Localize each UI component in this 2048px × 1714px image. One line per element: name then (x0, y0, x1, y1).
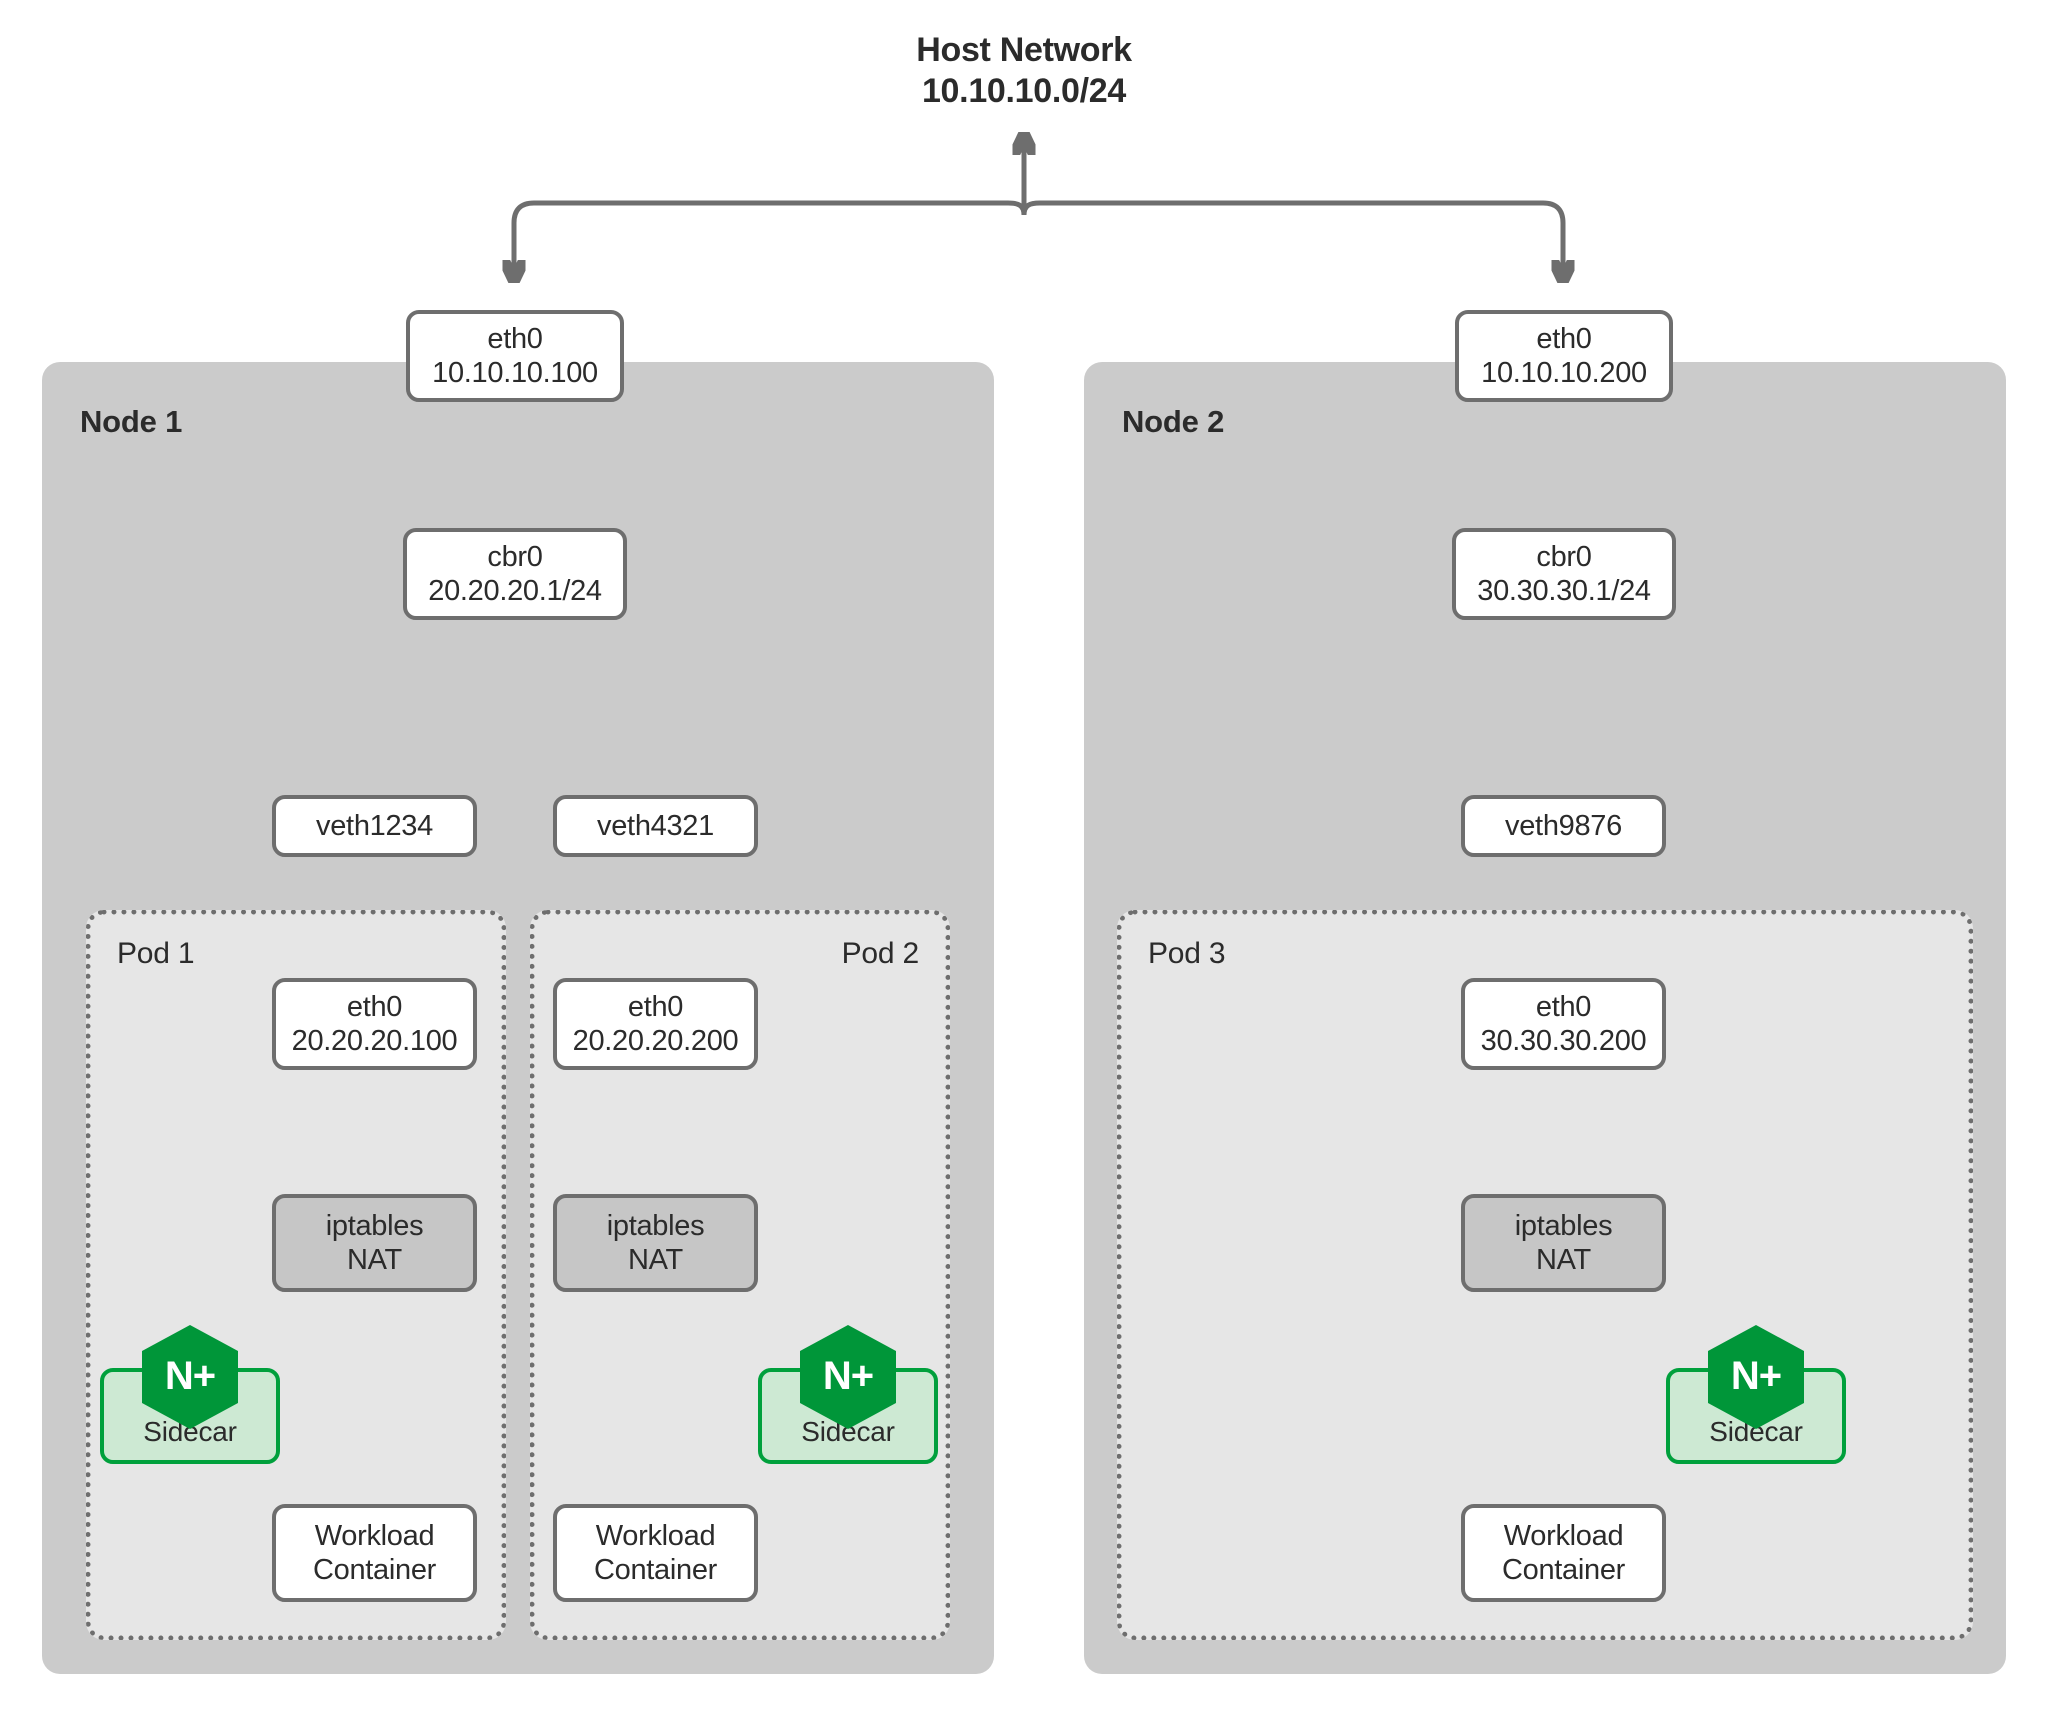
node-2-cbr0-name: cbr0 (1536, 540, 1592, 573)
host-network-title: Host Network 10.10.10.0/24 (724, 30, 1324, 113)
pod-1-nginx-plus-glyph: N+ (164, 1354, 216, 1398)
pod-3-eth0-ip: 30.30.30.200 (1480, 1025, 1647, 1057)
pod-3-workload-line2: Container (1501, 1554, 1626, 1586)
pod-3-eth0-box[interactable]: eth0 30.30.30.200 (1461, 978, 1666, 1070)
node-2-eth0-box[interactable]: eth0 10.10.10.200 (1455, 310, 1673, 402)
node-2-veth9876-box[interactable]: veth9876 (1461, 795, 1666, 857)
pod-2-label: Pod 2 (841, 937, 920, 970)
pod-3-nginx-plus-icon: N+ (1708, 1325, 1804, 1429)
node-2-cbr0-ip: 30.30.30.1/24 (1477, 575, 1651, 607)
pod-1-label: Pod 1 (117, 937, 195, 970)
pod-2-workload-container-box[interactable]: Workload Container (553, 1504, 758, 1602)
pod-1-workload-line1: Workload (314, 1519, 435, 1552)
node-1-label: Node 1 (80, 404, 183, 439)
node-2-label: Node 2 (1122, 404, 1225, 439)
node-2-cbr0-box[interactable]: cbr0 30.30.30.1/24 (1452, 528, 1676, 620)
pod-3-iptables-nat-box[interactable]: iptables NAT (1461, 1194, 1666, 1292)
pod-3-nginx-plus-glyph: N+ (1730, 1354, 1782, 1398)
pod-2-nginx-plus-icon: N+ (800, 1325, 896, 1429)
pod-3-workload-line1: Workload (1503, 1519, 1624, 1552)
pod-1-iptables-line2: NAT (347, 1244, 402, 1276)
pod-1-eth0-name: eth0 (346, 990, 403, 1023)
pod-2-eth0-ip: 20.20.20.200 (572, 1025, 739, 1057)
pod-3-iptables-line2: NAT (1536, 1244, 1591, 1276)
pod-2-workload-line1: Workload (595, 1519, 716, 1552)
node-1-eth0-name: eth0 (487, 322, 543, 355)
node-2-veth9876-label: veth9876 (1505, 809, 1622, 842)
pod-2-workload-line2: Container (593, 1554, 718, 1586)
node-1-cbr0-ip: 20.20.20.1/24 (428, 575, 602, 607)
pod-1-workload-line2: Container (312, 1554, 437, 1586)
node-1-eth0-ip: 10.10.10.100 (432, 357, 598, 389)
node-1-cbr0-box[interactable]: cbr0 20.20.20.1/24 (403, 528, 627, 620)
pod-3-eth0-name: eth0 (1535, 990, 1592, 1023)
node-1-veth4321-box[interactable]: veth4321 (553, 795, 758, 857)
node-1-veth1234-label: veth1234 (316, 809, 433, 842)
node-2-eth0-ip: 10.10.10.200 (1481, 357, 1647, 389)
pod-1-eth0-box[interactable]: eth0 20.20.20.100 (272, 978, 477, 1070)
pod-2-iptables-line1: iptables (606, 1209, 705, 1242)
pod-1-iptables-nat-box[interactable]: iptables NAT (272, 1194, 477, 1292)
pod-3-workload-container-box[interactable]: Workload Container (1461, 1504, 1666, 1602)
host-network-cidr: 10.10.10.0/24 (921, 72, 1127, 111)
pod-1-iptables-line1: iptables (325, 1209, 424, 1242)
pod-2-eth0-box[interactable]: eth0 20.20.20.200 (553, 978, 758, 1070)
node-1-veth4321-label: veth4321 (597, 809, 714, 842)
pod-2-iptables-line2: NAT (628, 1244, 683, 1276)
host-network-name: Host Network (916, 31, 1132, 69)
pod-1-workload-container-box[interactable]: Workload Container (272, 1504, 477, 1602)
pod-2-iptables-nat-box[interactable]: iptables NAT (553, 1194, 758, 1292)
node-1-veth1234-box[interactable]: veth1234 (272, 795, 477, 857)
pod-2-eth0-name: eth0 (627, 990, 684, 1023)
node-1-cbr0-name: cbr0 (487, 540, 543, 573)
pod-3-label: Pod 3 (1148, 937, 1226, 970)
pod-1-nginx-plus-icon: N+ (142, 1325, 238, 1429)
pod-1-eth0-ip: 20.20.20.100 (291, 1025, 458, 1057)
pod-3-iptables-line1: iptables (1514, 1209, 1613, 1242)
pod-2-nginx-plus-glyph: N+ (822, 1354, 874, 1398)
node-1-eth0-box[interactable]: eth0 10.10.10.100 (406, 310, 624, 402)
node-2-eth0-name: eth0 (1536, 322, 1592, 355)
